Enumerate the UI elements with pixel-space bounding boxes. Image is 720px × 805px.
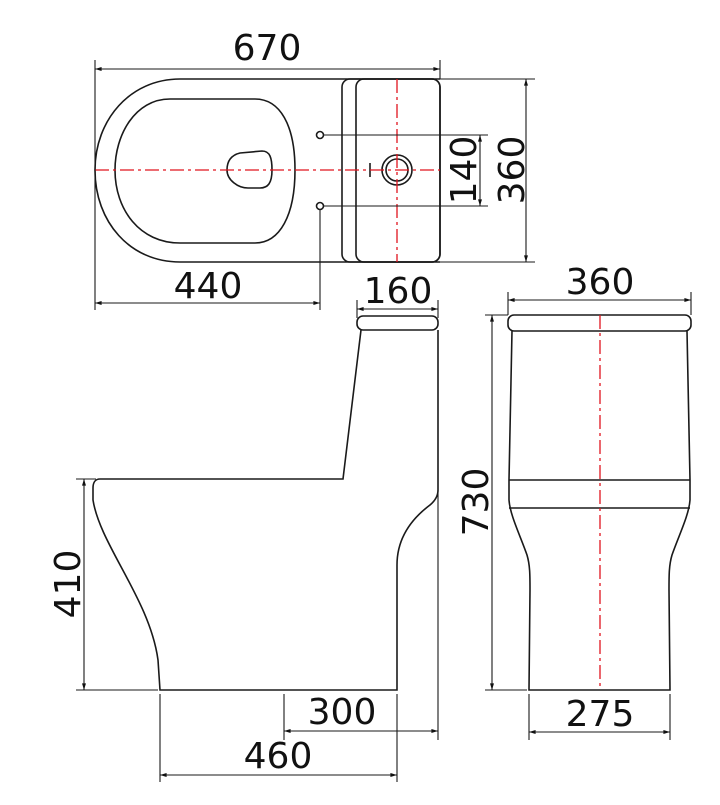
dim-label-730: 730: [456, 468, 497, 537]
drain-outline: [226, 150, 273, 189]
dim-label-360-front: 360: [566, 262, 635, 303]
mounting-hole-top: [315, 130, 325, 140]
dim-label-140: 140: [444, 136, 485, 205]
dim-label-410: 410: [48, 550, 89, 619]
mounting-hole-bottom: [315, 201, 325, 211]
dim-label-440: 440: [174, 266, 243, 307]
dim-label-300: 300: [308, 692, 377, 733]
dim-label-670: 670: [233, 28, 302, 69]
side-body-outline: [92, 329, 439, 691]
front-view: 360 730 275: [456, 262, 692, 740]
dim-label-160: 160: [364, 271, 433, 312]
dim-label-460: 460: [244, 736, 313, 777]
side-view: 410 300 460: [48, 315, 439, 782]
dim-label-275: 275: [566, 694, 635, 735]
bowl-inner-outline: [114, 98, 296, 244]
side-tank-lid: [356, 315, 439, 331]
front-body-outline: [508, 330, 691, 691]
dim-label-360-top: 360: [492, 136, 533, 205]
top-view: 670 360 140 440 160: [94, 28, 535, 318]
